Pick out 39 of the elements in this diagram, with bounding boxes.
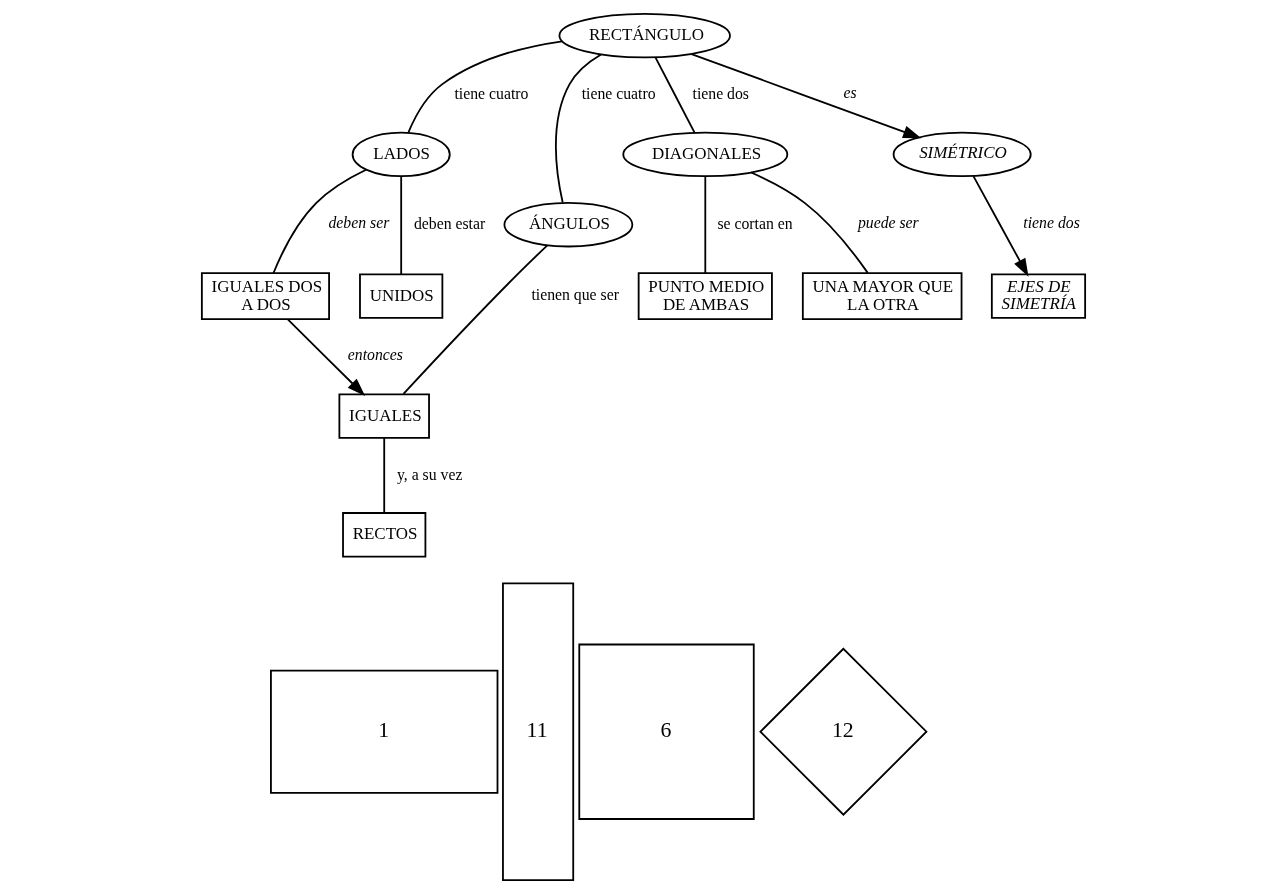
node-box: 1: [270, 669, 499, 794]
edge-label: tiene cuatro: [581, 84, 656, 102]
node-ellipse: LADOS: [351, 131, 451, 177]
connector: [750, 171, 869, 274]
edge-label: tienen que ser: [531, 285, 619, 303]
connector: [272, 168, 367, 274]
edge-label: entonces: [347, 345, 403, 363]
edge-label: deben estar: [413, 214, 486, 232]
edge-label: tiene dos: [1023, 213, 1080, 231]
connector: [704, 175, 707, 274]
arrow: [972, 174, 1029, 277]
connector: [654, 56, 696, 133]
node-box: PUNTO MEDIO DE AMBAS: [637, 271, 773, 320]
edge-label: tiene dos: [692, 84, 750, 102]
edge-label: y, a su vez: [396, 465, 463, 483]
node-box: UNA MAYOR QUE LA OTRA: [801, 271, 963, 320]
edge-label: se cortan en: [717, 214, 793, 232]
node-box: IGUALES: [338, 392, 430, 439]
edge-label: puede ser: [857, 213, 919, 231]
node-box: RECTOS: [342, 511, 427, 558]
connector: [407, 39, 564, 133]
node-ellipse: RECTÁNGULO: [558, 12, 731, 58]
node-ellipse: SIMÉTRICO: [892, 131, 1032, 177]
node-diamond: 12: [759, 646, 928, 816]
edge-label: tiene cuatro: [454, 84, 529, 102]
node-box: 11: [502, 581, 575, 881]
connector: [400, 175, 403, 275]
node-box: EJES DE SIMETRÍA: [990, 272, 1087, 319]
node-ellipse: ÁNGULOS: [503, 201, 634, 247]
connector: [402, 244, 549, 395]
arrow: [286, 318, 366, 396]
connector: [554, 53, 602, 203]
node-box: 6: [578, 643, 755, 820]
node-box: IGUALES DOS A DOS: [200, 271, 330, 320]
node-box: UNIDOS: [359, 272, 444, 319]
connector: [383, 436, 386, 514]
edge-label: es: [843, 83, 857, 101]
node-ellipse: DIAGONALES: [622, 131, 789, 177]
edge-label: deben ser: [328, 213, 390, 231]
